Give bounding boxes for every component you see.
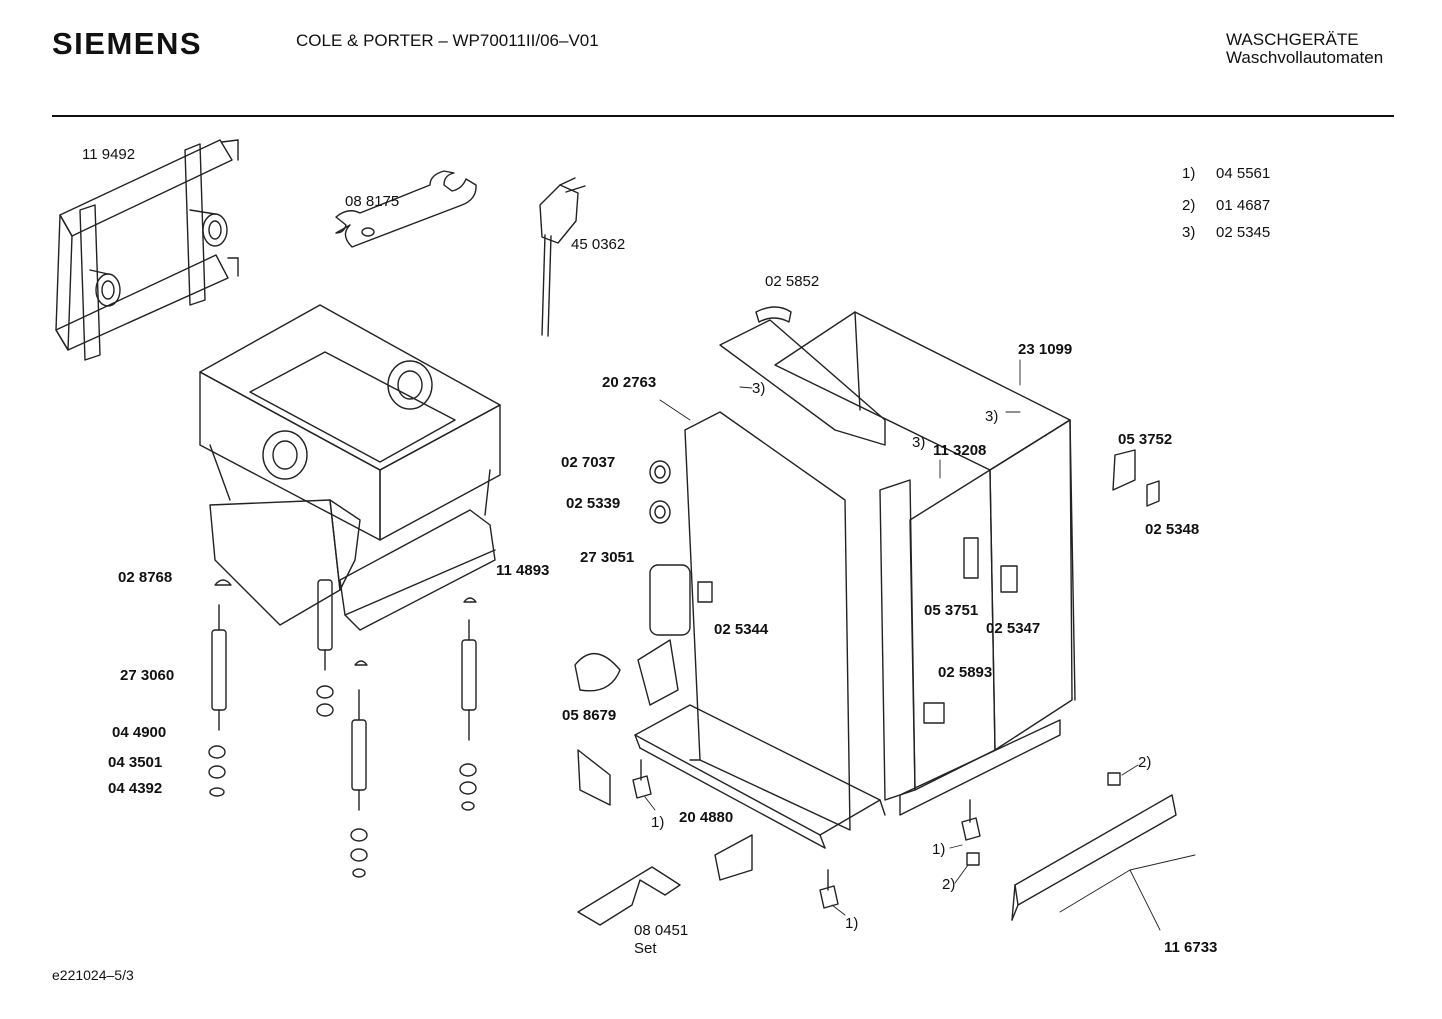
part-label-231099: 23 1099	[1018, 341, 1073, 358]
ref-marker-2: 2)	[942, 876, 956, 893]
ref-marker-3: 3)	[752, 380, 766, 397]
part-label-025347: 02 5347	[986, 620, 1041, 637]
part-label-113208: 11 3208	[933, 442, 987, 459]
legend-key: 1)	[1182, 165, 1196, 182]
legend-key: 2)	[1182, 197, 1196, 214]
part-label-202763: 20 2763	[602, 374, 657, 391]
part-label-080451-set: Set	[634, 940, 657, 957]
legend-row-3: 3) 02 5345	[1182, 224, 1270, 241]
category-title: WASCHGERÄTE	[1226, 30, 1359, 49]
small-parts-drawings	[575, 307, 1176, 925]
part-label-058679: 05 8679	[562, 707, 617, 724]
part-label-053752: 05 3752	[1118, 431, 1173, 448]
legend-part-number: 02 5345	[1216, 224, 1271, 241]
part-label-080451: 08 0451	[634, 922, 689, 939]
shock-absorber-drawings	[212, 580, 476, 810]
part-label-025344: 02 5344	[714, 621, 769, 638]
category-subtitle: Waschvollautomaten	[1226, 48, 1384, 67]
ref-marker-3: 3)	[985, 408, 999, 425]
ref-marker-3: 3)	[912, 434, 926, 451]
part-label-088175: 08 8175	[345, 193, 400, 210]
part-label-025339: 02 5339	[566, 495, 621, 512]
legend-key: 3)	[1182, 224, 1196, 241]
header-divider	[52, 115, 1394, 117]
legend-row-1: 1) 04 5561	[1182, 165, 1270, 182]
part-label-025893: 02 5893	[938, 664, 993, 681]
siemens-logo: SIEMENS	[52, 26, 203, 61]
part-label-273051: 27 3051	[580, 549, 635, 566]
part-label-025348: 02 5348	[1145, 521, 1200, 538]
legend-part-number: 04 5561	[1216, 165, 1271, 182]
cabinet-frame-drawing	[635, 312, 1075, 848]
part-label-044392: 04 4392	[108, 780, 163, 797]
part-label-025852: 02 5852	[765, 273, 820, 290]
part-label-044900: 04 4900	[112, 724, 167, 741]
part-label-119492: 11 9492	[82, 146, 136, 163]
part-label-053751: 05 3751	[924, 602, 979, 619]
mains-plug-drawing	[540, 178, 585, 336]
part-label-028768: 02 8768	[118, 569, 173, 586]
ref-marker-1: 1)	[651, 814, 665, 831]
washer-drawings	[209, 580, 476, 877]
legend-row-2: 2) 01 4687	[1182, 197, 1270, 214]
ref-marker-1: 1)	[845, 915, 859, 932]
part-label-204880: 20 4880	[679, 809, 734, 826]
tub-housing-drawing	[200, 305, 500, 630]
part-label-273060: 27 3060	[120, 667, 175, 684]
part-label-027037: 02 7037	[561, 454, 616, 471]
part-label-116733: 11 6733	[1164, 939, 1218, 956]
wrench-drawing	[336, 171, 476, 247]
document-id: e221024–5/3	[52, 967, 134, 983]
ref-marker-2: 2)	[1138, 754, 1152, 771]
part-label-114893: 11 4893	[496, 562, 550, 579]
legend-part-number: 01 4687	[1216, 197, 1271, 214]
model-title: COLE & PORTER – WP70011II/06–V01	[296, 31, 599, 50]
transport-bracket-drawing	[56, 140, 238, 360]
part-label-450362: 45 0362	[571, 236, 626, 253]
part-label-043501: 04 3501	[108, 754, 163, 771]
ref-marker-1: 1)	[932, 841, 946, 858]
leader-lines	[645, 360, 1195, 930]
